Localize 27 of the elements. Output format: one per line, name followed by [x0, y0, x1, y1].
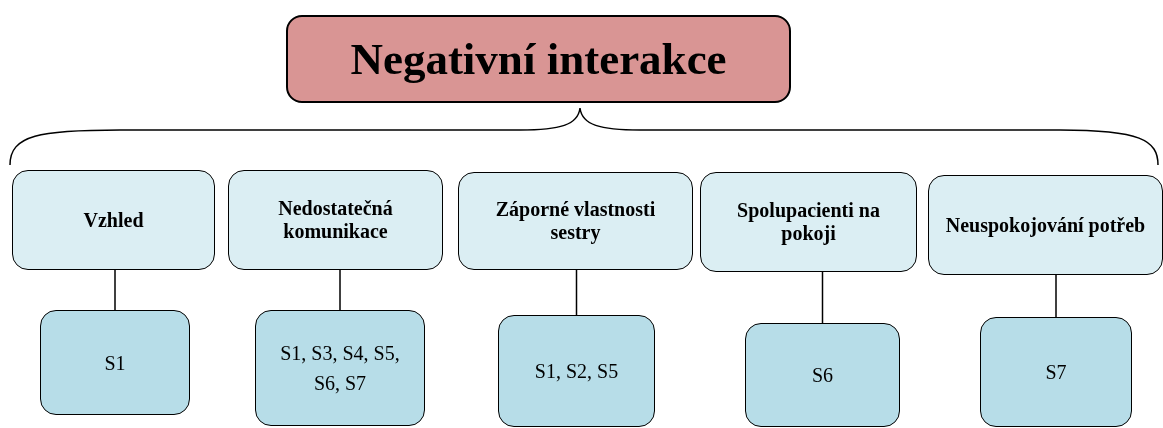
node-label: Neuspokojování potřeb — [945, 213, 1146, 237]
category-box — [228, 170, 443, 270]
subject-box — [745, 323, 900, 427]
connector-line — [1055, 274, 1057, 318]
category-box — [458, 172, 693, 270]
connector-line — [821, 271, 824, 324]
subject-box — [980, 317, 1132, 427]
connector-line — [114, 269, 116, 311]
title-box — [286, 15, 791, 103]
node-label: S1 — [104, 350, 126, 376]
category-box — [12, 170, 215, 270]
category-box — [700, 172, 917, 272]
node-label: S1, S2, S5 — [534, 359, 619, 384]
category-box — [928, 175, 1163, 275]
node-label: Nedostatečná komunikace — [277, 197, 394, 243]
node-label: Záporné vlastnosti sestry — [494, 198, 657, 244]
node-label: S6 — [811, 363, 834, 388]
subject-box — [255, 310, 425, 426]
node-label: Vzhled — [83, 208, 144, 232]
node-label: S1, S3, S4, S5, S6, S7 — [279, 341, 401, 396]
subject-box — [498, 315, 655, 427]
subject-box — [40, 310, 190, 415]
node-label: Spolupacienti na pokoji — [736, 199, 881, 245]
connector-line — [575, 269, 578, 316]
connector-line — [339, 269, 341, 311]
node-label: Negativní interakce — [350, 33, 727, 85]
node-label: S7 — [1045, 360, 1067, 385]
